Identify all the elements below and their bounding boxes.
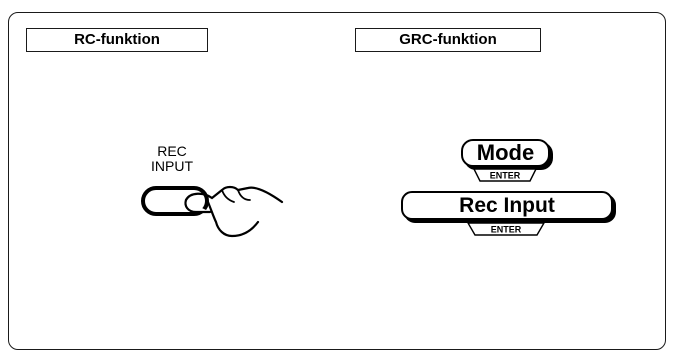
rc-function-label: RC-funktion (26, 28, 208, 52)
finger-press-icon (141, 185, 284, 238)
enter-label-1: ENTER (490, 171, 521, 181)
diagram-frame (8, 12, 666, 350)
enter-label-2: ENTER (491, 225, 522, 235)
hand-top-outline (184, 185, 284, 204)
hand-bottom-outline (206, 200, 260, 238)
mode-button[interactable]: Mode (461, 139, 550, 167)
knuckle-line-1 (221, 189, 235, 203)
fingertip-outline (184, 198, 212, 214)
rec-caption-line1: REC (157, 143, 187, 159)
enter-tag-rec-input: ENTER (467, 222, 545, 236)
rec-caption-line2: INPUT (151, 158, 193, 174)
rec-input-button[interactable]: Rec Input (401, 191, 613, 220)
grc-function-label: GRC-funktion (355, 28, 541, 52)
knuckle-line-2 (237, 189, 251, 201)
enter-tag-mode: ENTER (473, 168, 537, 182)
rec-input-caption: REC INPUT (136, 144, 208, 174)
remote-button-press-illustration (138, 178, 288, 247)
